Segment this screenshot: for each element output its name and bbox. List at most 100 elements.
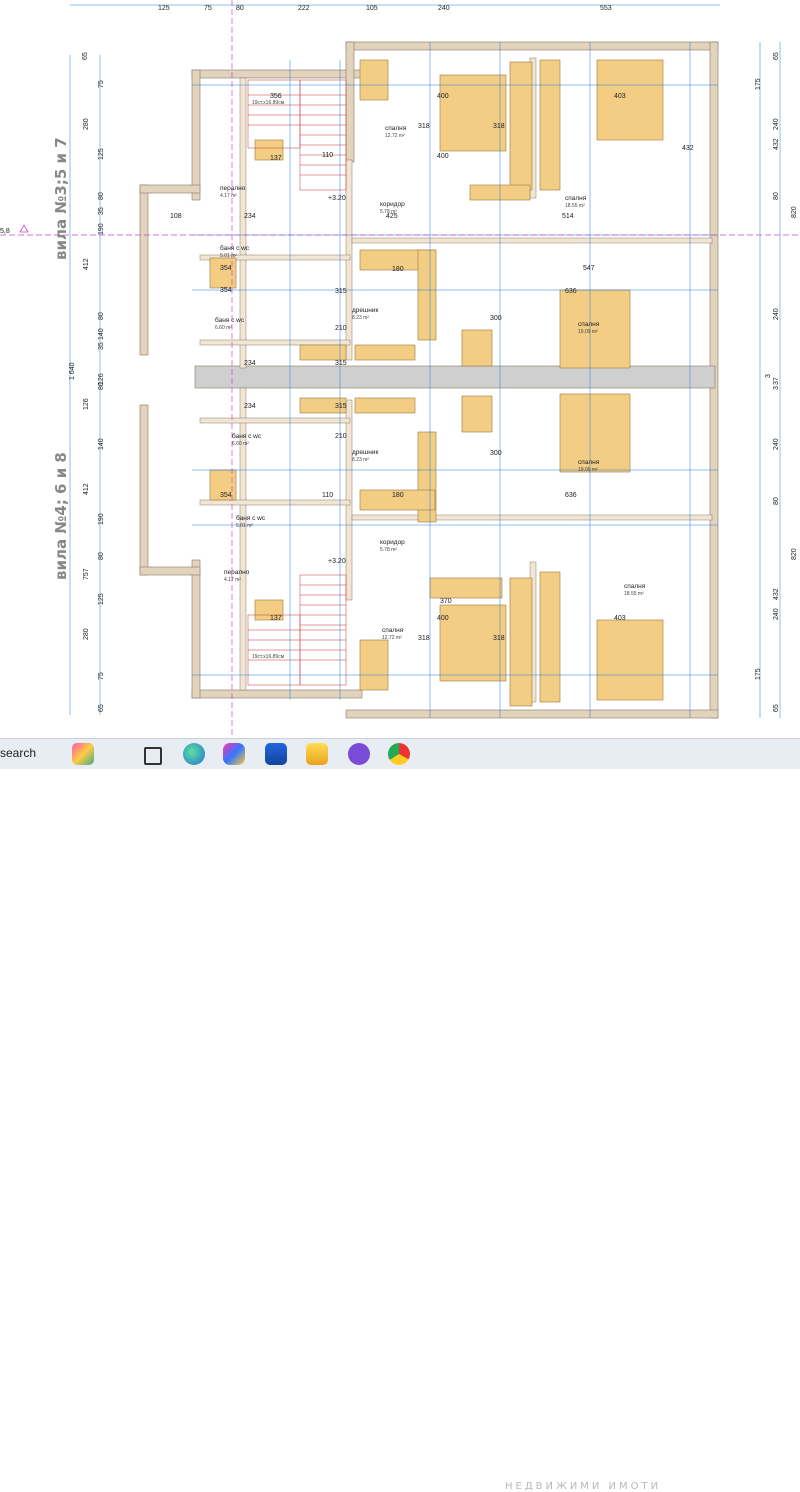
room-name: коридор xyxy=(380,539,405,546)
widgets-icon[interactable] xyxy=(72,743,94,765)
left-dim-label: 126 xyxy=(83,398,90,410)
right-dim-label: 175 xyxy=(755,668,762,680)
left-dim-label: 125 xyxy=(98,148,105,160)
left-dim-label: 35 xyxy=(98,207,105,215)
inner-dim-label: 315 xyxy=(335,360,347,367)
inner-dim-label: 110 xyxy=(322,492,333,499)
inner-dim-label: 180 xyxy=(392,266,404,273)
inner-dim-label: 425 xyxy=(386,213,398,220)
right-dim-label: 240 xyxy=(773,438,780,450)
task-view-icon[interactable] xyxy=(144,747,162,765)
inner-dim-label: 432 xyxy=(682,145,694,152)
left-dim-label: 65 xyxy=(82,52,89,60)
left-dim-label: 140 xyxy=(98,328,105,340)
inner-dim-label: 403 xyxy=(614,615,626,622)
room-name: баня с wc xyxy=(232,432,262,440)
store-icon[interactable] xyxy=(265,743,287,765)
edge-icon[interactable] xyxy=(183,743,205,765)
walls xyxy=(139,41,719,719)
room-area: 18.55 m² xyxy=(624,591,644,597)
inner-dim-label: +3.20 xyxy=(328,558,346,565)
right-dim-label: 175 xyxy=(755,78,762,90)
room-area: 19.09 m² xyxy=(578,467,598,473)
right-dim-label: 820 xyxy=(791,206,798,218)
inner-dim-label: 300 xyxy=(490,315,502,322)
left-dim-label: 190 xyxy=(98,223,105,235)
inner-dim-label: 354 xyxy=(220,265,232,272)
inner-dim-label: 318 xyxy=(418,635,430,642)
inner-dim-label: 234 xyxy=(244,213,256,220)
left-dim-label: 80 xyxy=(98,192,105,200)
inner-dim-label: 356 xyxy=(270,93,282,100)
right-dimensions: 6517524043280820240373324043280820240175… xyxy=(755,52,798,712)
left-dim-label: 757 xyxy=(83,568,90,580)
inner-dim-label: 137 xyxy=(270,615,282,622)
left-dim-label: 1 640 xyxy=(69,362,76,380)
room-name: баня с wc xyxy=(236,514,266,522)
inner-dim-label: 354 xyxy=(220,287,232,294)
file-explorer-icon[interactable] xyxy=(306,743,328,765)
inner-dim-label: 636 xyxy=(565,288,577,295)
villa-label-top: вила №3;5 и 7 xyxy=(52,137,70,260)
inner-dim-label: 137 xyxy=(270,155,282,162)
right-dim-label: 65 xyxy=(773,704,780,712)
top-dim-label: 125 xyxy=(158,5,170,12)
left-dim-label: 75 xyxy=(98,80,105,88)
copilot-icon[interactable] xyxy=(223,743,245,765)
partitions xyxy=(199,57,713,703)
right-dim-label: 80 xyxy=(773,497,780,505)
inner-dim-label: 210 xyxy=(335,433,347,440)
taskbar-search[interactable]: search xyxy=(0,746,37,760)
room-name: спалня xyxy=(624,583,646,590)
left-dim-label: 80 xyxy=(98,382,105,390)
room-area: 8.23 m² xyxy=(352,315,369,321)
left-dim-label: 190 xyxy=(98,513,105,525)
right-dim-label: 820 xyxy=(791,548,798,560)
left-dim-label: 412 xyxy=(83,258,90,270)
left-dim-label: 35 xyxy=(98,342,105,350)
left-dim-label: 140 xyxy=(98,438,105,450)
right-dim-label: 240 xyxy=(773,118,780,130)
inner-dim-label: 315 xyxy=(335,403,347,410)
top-dim-label: 222 xyxy=(298,5,310,12)
inner-dim-label: 400 xyxy=(437,153,449,160)
top-dim-label: 80 xyxy=(236,5,244,12)
inner-dim-label: 547 xyxy=(583,265,595,272)
chrome-profile-icon[interactable] xyxy=(388,743,410,765)
chat-app-icon[interactable] xyxy=(348,743,370,765)
room-area: 5.78 m² xyxy=(380,209,397,215)
stair-text-bottom: 19ст.х16.89см xyxy=(252,654,285,660)
room-area: 4.17 m² xyxy=(224,577,241,583)
room-name: баня с wc xyxy=(220,244,250,252)
right-dim-label: 240 xyxy=(773,608,780,620)
left-dim-label: 125 xyxy=(98,593,105,605)
room-area: 8.23 m² xyxy=(352,457,369,463)
inner-dim-label: 234 xyxy=(244,360,256,367)
left-dim-label: 412 xyxy=(83,483,90,495)
left-dim-label: 65 xyxy=(98,704,105,712)
room-area: 4.17 m² xyxy=(220,193,237,199)
inner-dim-label: 108 xyxy=(170,213,182,220)
villa-label-bottom: вила №4; 6 и 8 xyxy=(52,452,70,580)
inner-dim-label: 370 xyxy=(440,598,452,605)
right-dim-label: 37 xyxy=(773,377,780,385)
room-name: спалня xyxy=(578,321,600,328)
left-dim-label: 80 xyxy=(98,312,105,320)
top-dim-label: 240 xyxy=(438,5,450,12)
room-area: 5.01 m² xyxy=(220,253,237,259)
inner-dim-label: 315 xyxy=(335,288,347,295)
right-dim-label: 65 xyxy=(773,52,780,60)
level-marker-icon xyxy=(19,224,29,233)
inner-dim-label: 636 xyxy=(565,492,577,499)
room-name: дрешник xyxy=(352,449,378,456)
inner-dim-label: 354 xyxy=(220,492,232,499)
room-area: 5.78 m² xyxy=(380,547,397,553)
room-name: спалня xyxy=(565,195,587,202)
top-dim-label: 75 xyxy=(204,5,212,12)
inner-dim-label: 400 xyxy=(437,615,449,622)
room-area: 6.60 m² xyxy=(232,441,249,447)
inner-dim-label: 180 xyxy=(392,492,404,499)
